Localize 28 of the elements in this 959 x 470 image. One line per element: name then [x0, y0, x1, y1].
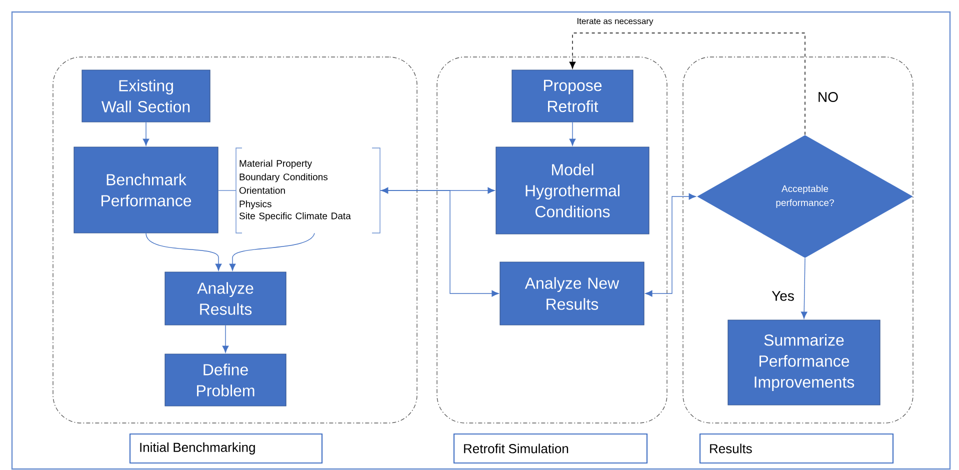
- dashed-group-outline: [436, 56, 668, 424]
- process-box: Model Hygrothermal Conditions: [496, 146, 650, 234]
- edge-label: NO: [816, 91, 840, 103]
- process-box: Existing Wall Section: [82, 70, 210, 122]
- arrow: [800, 258, 808, 319]
- section-label-box: Retrofit Simulation: [453, 433, 648, 464]
- arrow: [380, 190, 499, 297]
- arrow: [569, 122, 576, 146]
- process-box: Summarize Performance Improvements: [728, 320, 880, 406]
- arrow: [569, 32, 806, 136]
- arrow: [645, 193, 696, 297]
- process-box: Analyze Results: [164, 272, 286, 326]
- arrow: [146, 232, 222, 271]
- process-box: Benchmark Performance: [74, 146, 218, 234]
- dashed-group-outline: [52, 56, 418, 424]
- arrow: [142, 122, 150, 146]
- note-text: Iterate as necessary: [576, 17, 654, 27]
- process-box: Propose Retrofit: [512, 70, 634, 122]
- arrow: [229, 232, 315, 271]
- bracket-list: Material Property Boundary Conditions Orientation Physics Site Specific Climate Data: [218, 148, 380, 234]
- arrow: [222, 324, 229, 353]
- edge-label: Yes: [770, 290, 796, 302]
- section-label-box: Initial Benchmarking: [129, 433, 323, 464]
- dashed-group-outline: [682, 56, 914, 424]
- arrow: [381, 187, 495, 194]
- process-box: Analyze New Results: [500, 262, 644, 326]
- section-label-box: Results: [699, 433, 894, 464]
- process-box: Define Problem: [164, 354, 286, 406]
